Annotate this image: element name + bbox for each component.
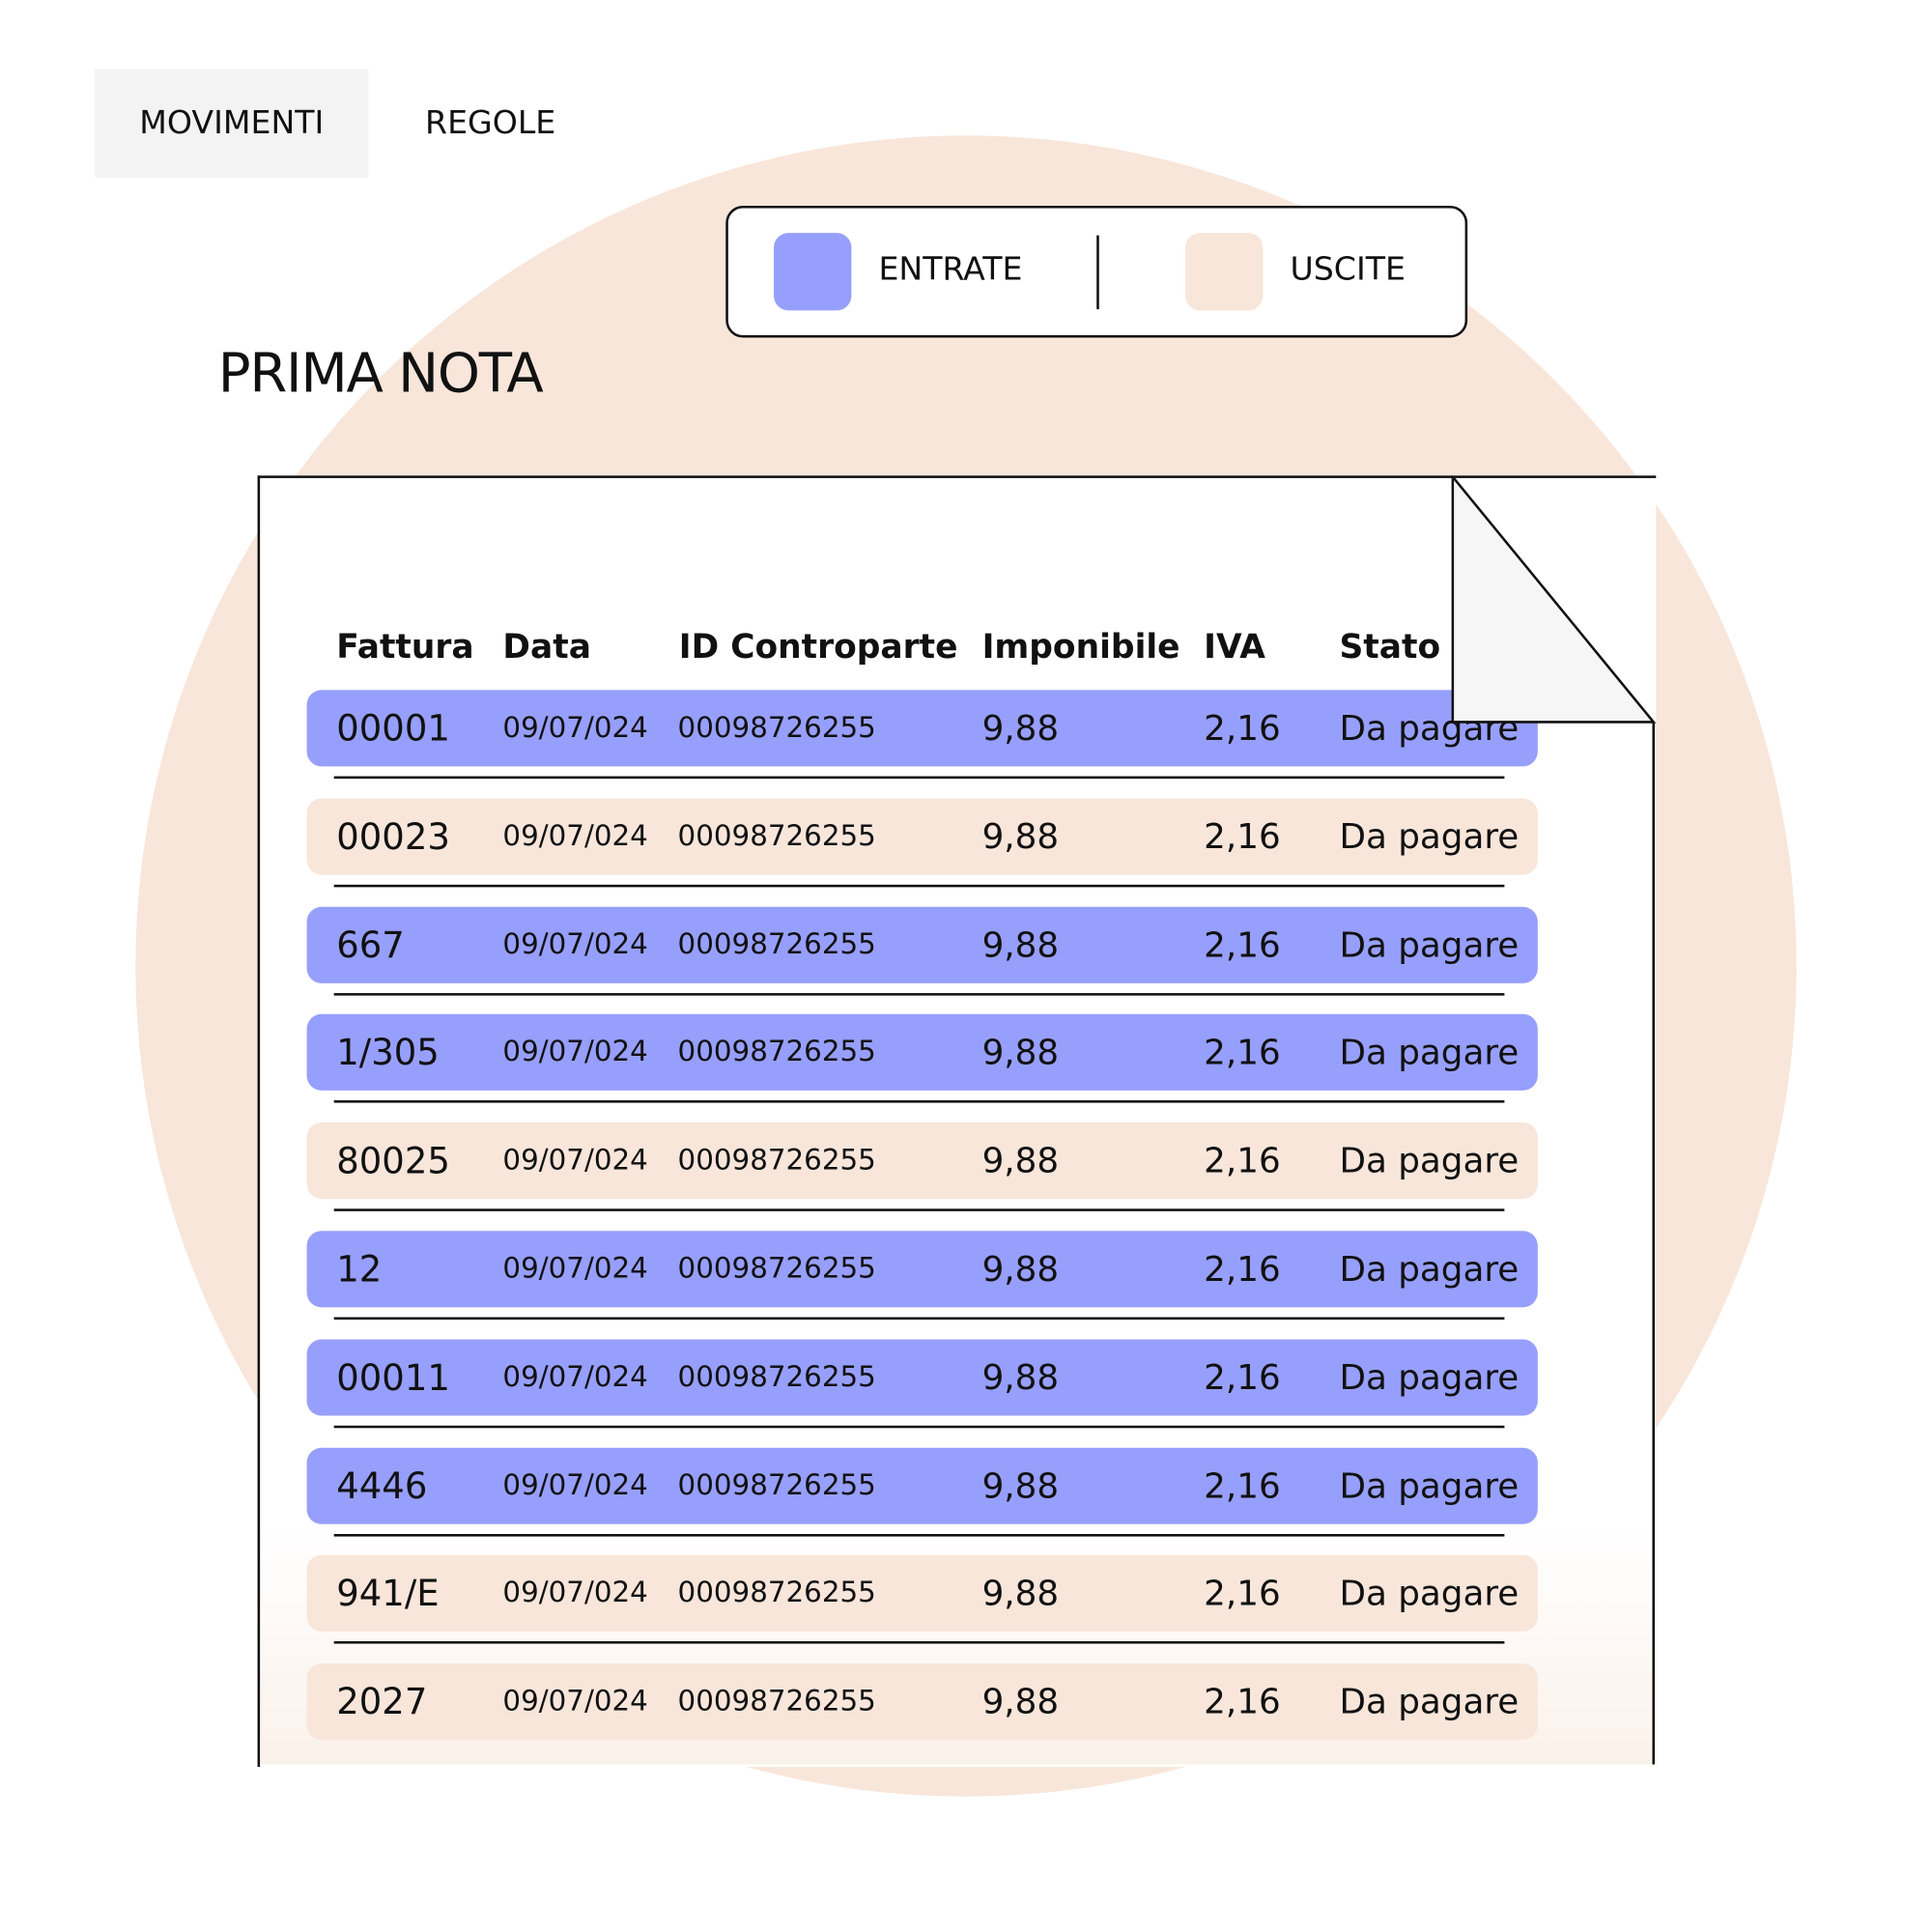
entrate-swatch bbox=[774, 233, 852, 311]
table-row[interactable]: 80025 09/07/024 00098726255 9,88 2,16 Da paga… bbox=[306, 1122, 1538, 1200]
cell-stato: Da pagare bbox=[1339, 1032, 1520, 1073]
cell-fattura: 2027 bbox=[336, 1681, 428, 1723]
cell-id-controparte: 00098726255 bbox=[677, 928, 876, 961]
cell-id-controparte: 00098726255 bbox=[677, 1469, 876, 1502]
cell-iva: 2,16 bbox=[1204, 1573, 1281, 1614]
cell-imponibile: 9,88 bbox=[981, 815, 1060, 857]
cell-id-controparte: 00098726255 bbox=[677, 1686, 876, 1719]
cell-iva: 2,16 bbox=[1204, 1032, 1281, 1073]
cell-data: 09/07/024 bbox=[502, 712, 648, 745]
column-header[interactable]: Imponibile bbox=[981, 628, 1180, 668]
cell-iva: 2,16 bbox=[1204, 1356, 1281, 1398]
column-header[interactable]: Fattura bbox=[336, 628, 474, 668]
cell-id-controparte: 00098726255 bbox=[677, 1145, 876, 1178]
cell-fattura: 12 bbox=[336, 1248, 383, 1291]
uscite-swatch bbox=[1185, 233, 1264, 311]
cell-stato: Da pagare bbox=[1339, 1248, 1520, 1290]
cell-data: 09/07/024 bbox=[502, 1686, 648, 1719]
cell-fattura: 941/E bbox=[336, 1573, 440, 1615]
table-row[interactable]: 12 09/07/024 00098726255 9,88 2,16 Da pagare bbox=[306, 1231, 1538, 1308]
legend: ENTRATE USCITE bbox=[725, 206, 1468, 338]
table-row[interactable]: 941/E 09/07/024 00098726255 9,88 2,16 Da paga… bbox=[306, 1555, 1538, 1633]
cell-id-controparte: 00098726255 bbox=[677, 1361, 876, 1394]
cell-stato: Da pagare bbox=[1339, 1573, 1520, 1614]
cell-stato: Da pagare bbox=[1339, 1681, 1520, 1722]
page-title: PRIMA NOTA bbox=[217, 342, 544, 406]
table-row[interactable]: 00011 09/07/024 00098726255 9,88 2,16 Da paga… bbox=[306, 1339, 1538, 1416]
cell-imponibile: 9,88 bbox=[981, 1573, 1060, 1614]
cell-imponibile: 9,88 bbox=[981, 1356, 1060, 1398]
cell-stato: Da pagare bbox=[1339, 923, 1520, 965]
cell-data: 09/07/024 bbox=[502, 820, 648, 853]
cell-imponibile: 9,88 bbox=[981, 1681, 1060, 1722]
cell-id-controparte: 00098726255 bbox=[677, 820, 876, 853]
row-divider bbox=[333, 1317, 1505, 1321]
row-divider bbox=[333, 884, 1505, 888]
tab-regole[interactable]: REGOLE bbox=[425, 104, 556, 142]
cell-iva: 2,16 bbox=[1204, 707, 1281, 749]
cell-stato: Da pagare bbox=[1339, 815, 1520, 857]
cell-id-controparte: 00098726255 bbox=[677, 1253, 876, 1286]
cell-fattura: 00023 bbox=[336, 815, 450, 858]
cell-iva: 2,16 bbox=[1204, 1464, 1281, 1506]
cell-id-controparte: 00098726255 bbox=[677, 1037, 876, 1069]
cell-imponibile: 9,88 bbox=[981, 1032, 1060, 1073]
cell-iva: 2,16 bbox=[1204, 1140, 1281, 1181]
cell-fattura: 4446 bbox=[336, 1464, 428, 1507]
cell-imponibile: 9,88 bbox=[981, 923, 1060, 965]
paper-edge bbox=[1652, 722, 1656, 1765]
row-divider bbox=[333, 1641, 1505, 1645]
tab-movimenti[interactable]: MOVIMENTI bbox=[95, 69, 369, 178]
cell-imponibile: 9,88 bbox=[981, 707, 1060, 749]
cell-fattura: 1/305 bbox=[336, 1032, 440, 1074]
row-divider bbox=[333, 1208, 1505, 1212]
cell-iva: 2,16 bbox=[1204, 923, 1281, 965]
column-header[interactable]: IVA bbox=[1204, 628, 1265, 668]
column-header[interactable]: Data bbox=[502, 628, 591, 668]
cell-data: 09/07/024 bbox=[502, 1145, 648, 1178]
column-header[interactable]: ID Controparte bbox=[678, 628, 958, 668]
table-row[interactable]: 667 09/07/024 00098726255 9,88 2,16 Da pagare bbox=[306, 906, 1538, 983]
cell-iva: 2,16 bbox=[1204, 1248, 1281, 1290]
cell-stato: Da pagare bbox=[1339, 1140, 1520, 1181]
row-divider bbox=[333, 776, 1505, 780]
cell-data: 09/07/024 bbox=[502, 1469, 648, 1502]
cell-fattura: 667 bbox=[336, 923, 405, 966]
cell-data: 09/07/024 bbox=[502, 1037, 648, 1069]
cell-data: 09/07/024 bbox=[502, 1361, 648, 1394]
cell-id-controparte: 00098726255 bbox=[677, 712, 876, 745]
cell-stato: Da pagare bbox=[1339, 1356, 1520, 1398]
legend-divider bbox=[1096, 235, 1099, 310]
cell-iva: 2,16 bbox=[1204, 815, 1281, 857]
row-divider bbox=[333, 1425, 1505, 1429]
row-divider bbox=[333, 992, 1505, 996]
cell-fattura: 00001 bbox=[336, 707, 450, 750]
cell-data: 09/07/024 bbox=[502, 1577, 648, 1610]
row-divider bbox=[333, 1100, 1505, 1104]
cell-stato: Da pagare bbox=[1339, 1464, 1520, 1506]
cell-data: 09/07/024 bbox=[502, 1253, 648, 1286]
table-row[interactable]: 2027 09/07/024 00098726255 9,88 2,16 Da pagar… bbox=[306, 1663, 1538, 1741]
cell-iva: 2,16 bbox=[1204, 1681, 1281, 1722]
page-fold-icon bbox=[1451, 475, 1657, 724]
legend-entrate-label: ENTRATE bbox=[878, 251, 1023, 289]
row-divider bbox=[333, 1533, 1505, 1537]
cell-imponibile: 9,88 bbox=[981, 1248, 1060, 1290]
table-row[interactable]: 4446 09/07/024 00098726255 9,88 2,16 Da pagar… bbox=[306, 1447, 1538, 1524]
cell-fattura: 00011 bbox=[336, 1356, 450, 1399]
column-header[interactable]: Stato bbox=[1339, 628, 1441, 668]
legend-uscite-label: USCITE bbox=[1290, 251, 1406, 289]
cell-imponibile: 9,88 bbox=[981, 1140, 1060, 1181]
cell-fattura: 80025 bbox=[336, 1140, 450, 1182]
cell-imponibile: 9,88 bbox=[981, 1464, 1060, 1506]
cell-id-controparte: 00098726255 bbox=[677, 1577, 876, 1610]
cell-data: 09/07/024 bbox=[502, 928, 648, 961]
table-row[interactable]: 00023 09/07/024 00098726255 9,88 2,16 Da paga… bbox=[306, 798, 1538, 875]
table-row[interactable]: 1/305 09/07/024 00098726255 9,88 2,16 Da paga… bbox=[306, 1014, 1538, 1092]
